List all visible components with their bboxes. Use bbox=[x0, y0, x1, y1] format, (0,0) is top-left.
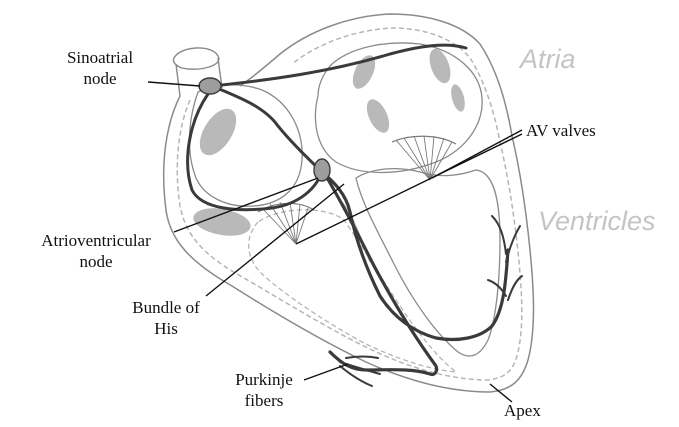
his-label-line1: Bundle of bbox=[118, 297, 214, 318]
ventricular-chambers bbox=[249, 169, 500, 372]
purkinje-label-line1: Purkinje bbox=[222, 369, 306, 390]
sa-label-line1: Sinoatrial bbox=[40, 47, 160, 68]
atria-region-label: Atria bbox=[520, 44, 576, 75]
apex-label: Apex bbox=[504, 400, 541, 421]
leader-av-valves-2 bbox=[296, 134, 522, 244]
av-valves-label: AV valves bbox=[526, 120, 596, 141]
atrioventricular-node-label: Atrioventricular node bbox=[8, 230, 184, 272]
avn-label-line2: node bbox=[8, 251, 184, 272]
atrioventricular-node bbox=[314, 159, 330, 181]
his-label-line2: His bbox=[118, 318, 214, 339]
sinoatrial-node bbox=[199, 78, 221, 94]
purkinje-fibers-label: Purkinje fibers bbox=[222, 369, 306, 411]
sinoatrial-node-label: Sinoatrial node bbox=[40, 47, 160, 89]
avn-label-line1: Atrioventricular bbox=[8, 230, 184, 251]
purkinje-label-line2: fibers bbox=[222, 390, 306, 411]
bundle-of-his-label: Bundle of His bbox=[118, 297, 214, 339]
ventricles-region-label: Ventricles bbox=[538, 206, 656, 237]
leader-purkinje bbox=[304, 364, 348, 380]
sa-label-line2: node bbox=[40, 68, 160, 89]
